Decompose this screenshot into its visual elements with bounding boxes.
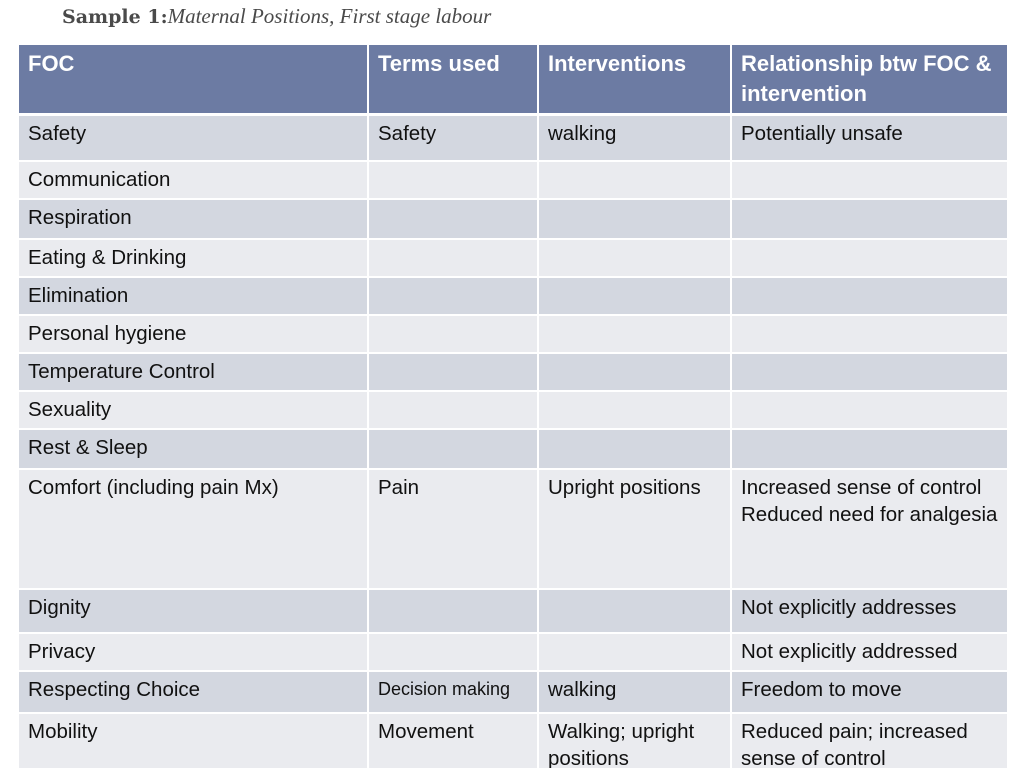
cell-foc: Rest & Sleep xyxy=(17,428,369,470)
cell-interventions xyxy=(537,632,732,672)
cell-terms xyxy=(367,390,539,430)
cell-foc: Personal hygiene xyxy=(17,314,369,354)
cell-interventions xyxy=(537,352,732,392)
cell-interventions: walking xyxy=(537,113,732,162)
cell-foc: Dignity xyxy=(17,588,369,634)
cell-terms xyxy=(367,352,539,392)
cell-terms xyxy=(367,276,539,316)
table-row: Comfort (including pain Mx) Pain Upright… xyxy=(17,468,1009,590)
cell-interventions: walking xyxy=(537,670,732,714)
cell-foc: Privacy xyxy=(17,632,369,672)
cell-interventions xyxy=(537,160,732,200)
cell-relationship xyxy=(730,238,1009,278)
foc-table: FOC Terms used Interventions Relationshi… xyxy=(17,43,1009,768)
cell-terms xyxy=(367,632,539,672)
header-relationship: Relationship btw FOC & intervention xyxy=(730,43,1009,116)
cell-relationship xyxy=(730,390,1009,430)
slide-title-rest: Maternal Positions, First stage labour xyxy=(167,4,492,28)
table-row: Sexuality xyxy=(17,390,1009,430)
cell-relationship xyxy=(730,352,1009,392)
table-row: Temperature Control xyxy=(17,352,1009,392)
cell-foc: Sexuality xyxy=(17,390,369,430)
cell-foc: Safety xyxy=(17,113,369,162)
cell-foc: Temperature Control xyxy=(17,352,369,392)
cell-foc: Communication xyxy=(17,160,369,200)
cell-terms: Safety xyxy=(367,113,539,162)
cell-relationship: Reduced pain; increased sense of control xyxy=(730,712,1009,768)
cell-foc: Respecting Choice xyxy=(17,670,369,714)
cell-interventions xyxy=(537,588,732,634)
cell-terms: Pain xyxy=(367,468,539,590)
cell-interventions xyxy=(537,390,732,430)
table-row: Eating & Drinking xyxy=(17,238,1009,278)
cell-foc: Mobility xyxy=(17,712,369,768)
table-row: Respiration xyxy=(17,198,1009,240)
cell-terms xyxy=(367,588,539,634)
cell-foc: Respiration xyxy=(17,198,369,240)
table-row: Mobility Movement Walking; upright posit… xyxy=(17,712,1009,768)
header-foc: FOC xyxy=(17,43,369,116)
cell-relationship: Freedom to move xyxy=(730,670,1009,714)
cell-relationship xyxy=(730,276,1009,316)
cell-interventions xyxy=(537,276,732,316)
cell-relationship: Not explicitly addresses xyxy=(730,588,1009,634)
cell-terms: Decision making xyxy=(367,670,539,714)
table-row: Personal hygiene xyxy=(17,314,1009,354)
table-header-row: FOC Terms used Interventions Relationshi… xyxy=(17,43,1009,116)
cell-interventions: Upright positions xyxy=(537,468,732,590)
table-row: Rest & Sleep xyxy=(17,428,1009,470)
table-row: Dignity Not explicitly addresses xyxy=(17,588,1009,634)
cell-relationship xyxy=(730,314,1009,354)
table-row: Privacy Not explicitly addressed xyxy=(17,632,1009,672)
cell-relationship: Increased sense of control Reduced need … xyxy=(730,468,1009,590)
cell-interventions xyxy=(537,314,732,354)
cell-terms: Movement xyxy=(367,712,539,768)
cell-relationship xyxy=(730,160,1009,200)
cell-foc: Eating & Drinking xyxy=(17,238,369,278)
cell-foc: Comfort (including pain Mx) xyxy=(17,468,369,590)
cell-interventions xyxy=(537,198,732,240)
cell-interventions xyxy=(537,428,732,470)
header-interventions: Interventions xyxy=(537,43,732,116)
cell-foc: Elimination xyxy=(17,276,369,316)
table-row: Communication xyxy=(17,160,1009,200)
cell-interventions: Walking; upright positions xyxy=(537,712,732,768)
table-row: Respecting Choice Decision making walkin… xyxy=(17,670,1009,714)
cell-terms xyxy=(367,428,539,470)
cell-relationship: Potentially unsafe xyxy=(730,113,1009,162)
header-terms-used: Terms used xyxy=(367,43,539,116)
cell-terms xyxy=(367,160,539,200)
table-row: Elimination xyxy=(17,276,1009,316)
cell-relationship xyxy=(730,198,1009,240)
cell-interventions xyxy=(537,238,732,278)
cell-terms xyxy=(367,314,539,354)
cell-relationship: Not explicitly addressed xyxy=(730,632,1009,672)
cell-terms xyxy=(367,198,539,240)
slide-title-lead: Sample 1: xyxy=(62,6,168,28)
cell-relationship xyxy=(730,428,1009,470)
table-row: Safety Safety walking Potentially unsafe xyxy=(17,113,1009,162)
cell-terms xyxy=(367,238,539,278)
slide-title: Sample 1:Maternal Positions, First stage… xyxy=(62,4,491,29)
